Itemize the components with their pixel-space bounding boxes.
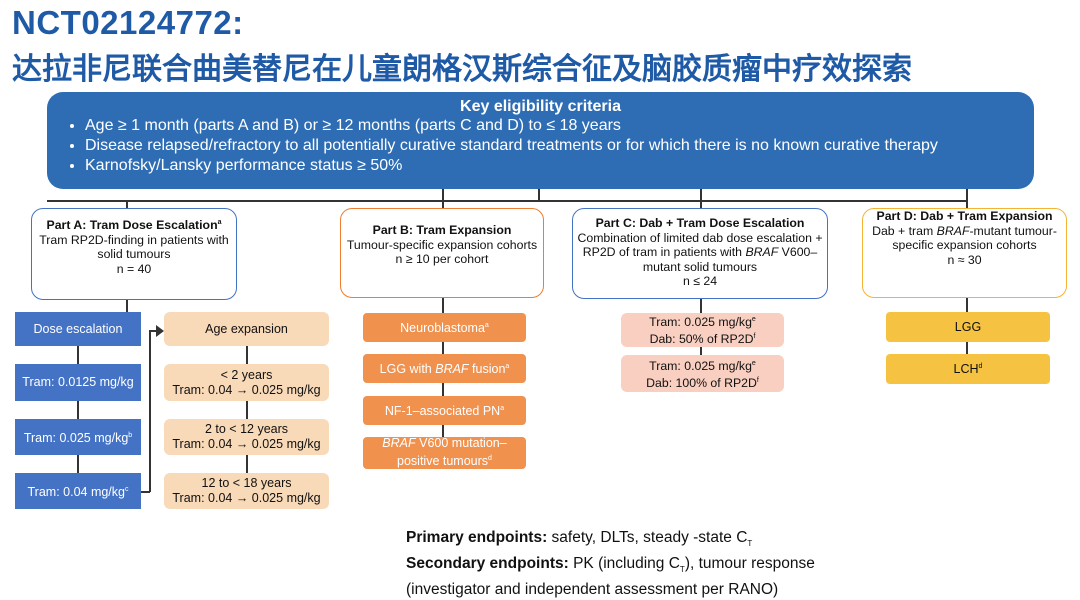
connector-c xyxy=(700,347,702,355)
connector-a-down xyxy=(126,300,128,312)
connector-age xyxy=(246,455,248,473)
part-b-title: Part B: Tram Expansion xyxy=(372,223,512,237)
part-d-title: Part D: Dab + Tram Expansion xyxy=(876,209,1053,223)
eligibility-criteria-box: Key eligibility criteria Age ≥ 1 month (… xyxy=(47,92,1034,189)
connector-age xyxy=(246,346,248,364)
connector-b xyxy=(442,189,444,208)
part-c-desc: Combination of limited dab dose escalati… xyxy=(577,230,823,274)
connector-c xyxy=(700,189,702,208)
age-cohort-box: < 2 years Tram: 0.04 → 0.025 mg/kg xyxy=(164,364,329,401)
connector-dose xyxy=(77,401,79,419)
dose-box: Tram: 0.04 mg/kgc xyxy=(15,473,141,509)
arrow-connector xyxy=(141,491,150,493)
cohort-box: Neuroblastomaa xyxy=(363,313,526,342)
part-c-title: Part C: Dab + Tram Dose Escalation xyxy=(595,216,805,230)
part-a-box: Part A: Tram Dose Escalationa Tram RP2D-… xyxy=(31,208,237,300)
connector-horizontal xyxy=(47,200,967,202)
partc-dose-box: Tram: 0.025 mg/kge Dab: 50% of RP2Df xyxy=(621,313,784,347)
eligibility-item: Disease relapsed/refractory to all poten… xyxy=(85,136,1014,156)
primary-endpoints: Primary endpoints: safety, DLTs, steady … xyxy=(406,529,753,549)
connector-dose xyxy=(77,346,79,364)
cohort-box: NF-1–associated PNa xyxy=(363,396,526,425)
cohort-box: BRAF V600 mutation–positive tumoursd xyxy=(363,436,526,469)
connector-c-down xyxy=(700,299,702,313)
page-title: NCT02124772: xyxy=(12,4,244,41)
arrow-head-icon xyxy=(156,325,164,337)
age-cohort-box: 2 to < 12 years Tram: 0.04 → 0.025 mg/kg xyxy=(164,419,329,455)
part-d-n: n ≈ 30 xyxy=(947,252,982,267)
part-d-box: Part D: Dab + Tram Expansion Dab + tram … xyxy=(862,208,1067,298)
partd-cohort-box: LCHd xyxy=(886,354,1050,384)
part-b-box: Part B: Tram Expansion Tumour-specific e… xyxy=(340,208,544,298)
part-a-title: Part A: Tram Dose Escalation xyxy=(46,218,218,233)
partd-cohort-box: LGG xyxy=(886,312,1050,342)
part-a-n: n = 40 xyxy=(116,261,152,276)
part-d-desc: Dab + tram BRAF-mutant tumour-specific e… xyxy=(872,223,1057,253)
eligibility-item: Age ≥ 1 month (parts A and B) or ≥ 12 mo… xyxy=(85,116,1014,136)
secondary-endpoints: Secondary endpoints: PK (including CT), … xyxy=(406,555,815,575)
eligibility-list: Age ≥ 1 month (parts A and B) or ≥ 12 mo… xyxy=(67,116,1014,176)
page-subtitle: 达拉非尼联合曲美替尼在儿童朗格汉斯综合征及脑胶质瘤中疗效探索 xyxy=(12,53,912,86)
arrow-connector xyxy=(149,330,151,492)
endpoints-block: Primary endpoints: safety, DLTs, steady … xyxy=(406,528,815,600)
age-expansion-header: Age expansion xyxy=(164,312,329,346)
connector-d xyxy=(966,189,968,208)
part-a-desc: Tram RP2D-finding in patients with solid… xyxy=(39,232,229,262)
eligibility-heading: Key eligibility criteria xyxy=(460,98,621,115)
connector-stem xyxy=(538,189,540,200)
secondary-endpoints-detail: (investigator and independent assessment… xyxy=(406,581,779,599)
eligibility-item: Karnofsky/Lansky performance status ≥ 50… xyxy=(85,156,1014,176)
part-c-n: n ≤ 24 xyxy=(682,274,718,288)
dose-box: Tram: 0.025 mg/kgb xyxy=(15,419,141,455)
part-c-box: Part C: Dab + Tram Dose Escalation Combi… xyxy=(572,208,828,299)
part-b-desc: Tumour-specific expansion cohorts xyxy=(346,237,538,252)
dose-box: Tram: 0.0125 mg/kg xyxy=(15,364,141,401)
arrow-connector xyxy=(149,330,157,332)
cohort-box: LGG with BRAF fusiona xyxy=(363,354,526,383)
footnote-marker: a xyxy=(217,219,222,226)
age-cohort-box: 12 to < 18 years Tram: 0.04 → 0.025 mg/k… xyxy=(164,473,329,509)
connector-a xyxy=(126,200,128,208)
connector-age xyxy=(246,401,248,419)
part-b-n: n ≥ 10 per cohort xyxy=(395,252,489,266)
dose-escalation-header: Dose escalation xyxy=(15,312,141,346)
connector-dose xyxy=(77,455,79,473)
partc-dose-box: Tram: 0.025 mg/kge Dab: 100% of RP2Df xyxy=(621,355,784,392)
